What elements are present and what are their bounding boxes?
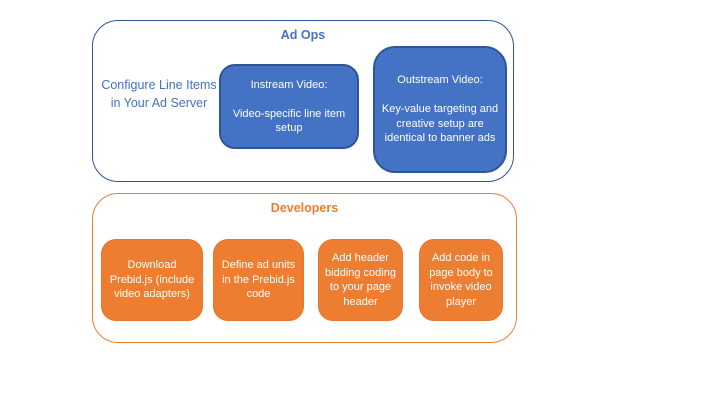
instream-video-box: Instream Video: Video-specific line item…	[219, 64, 359, 149]
step-add-page-body-code: Add code in page body to invoke video pl…	[419, 239, 503, 321]
developers-title: Developers	[270, 201, 339, 215]
ad-ops-title: Ad Ops	[280, 28, 326, 42]
outstream-video-body: Key-value targeting and creative setup a…	[381, 103, 499, 145]
developers-group: Developers Download Prebid.js (include v…	[92, 193, 517, 343]
outstream-video-box: Outstream Video: Key-value targeting and…	[373, 46, 507, 173]
outstream-video-heading: Outstream Video:	[397, 74, 483, 87]
ad-ops-side-note: Configure Line Items in Your Ad Server	[101, 78, 217, 110]
step-add-header-bidding: Add header bidding coding to your page h…	[318, 239, 403, 321]
instream-video-heading: Instream Video:	[250, 78, 328, 91]
step-download-prebid: Download Prebid.js (include video adapte…	[101, 239, 203, 321]
ad-ops-group: Ad Ops Configure Line Items in Your Ad S…	[92, 20, 514, 182]
instream-video-body: Video-specific line item setup	[232, 107, 346, 135]
step-define-ad-units: Define ad units in the Prebid.js code	[213, 239, 304, 321]
